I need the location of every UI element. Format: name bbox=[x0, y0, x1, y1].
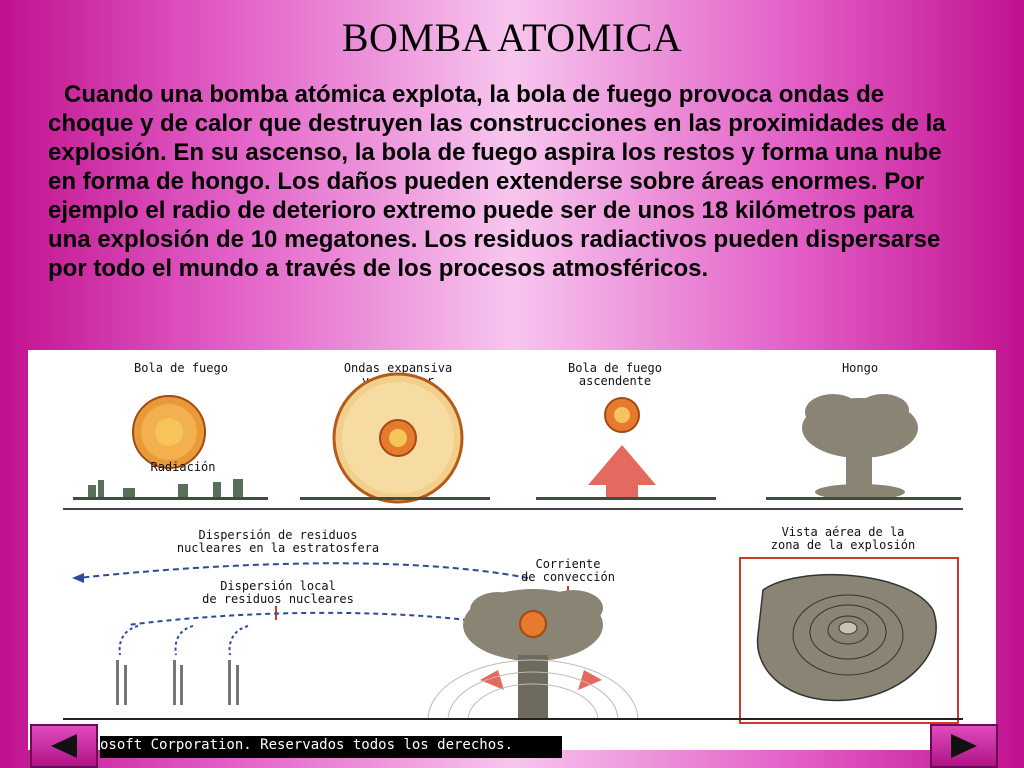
local-dispersion-arrow bbox=[127, 611, 469, 626]
panel3-title-line1: Bola de fuego bbox=[568, 361, 662, 375]
ground-line-2 bbox=[300, 497, 490, 500]
copyright-text: osoft Corporation. Reservados todos los … bbox=[100, 737, 514, 753]
panel2-title-line1: Ondas expansiva bbox=[344, 361, 452, 375]
bottom-baseline bbox=[63, 718, 963, 720]
aerial-view-label-line2: zona de la explosión bbox=[771, 538, 916, 552]
fireball-drawing bbox=[132, 395, 206, 469]
triangle-left-icon bbox=[51, 734, 77, 758]
ground-line-4 bbox=[766, 497, 961, 500]
panel3-title-line2: ascendente bbox=[579, 374, 651, 388]
dispersion-label-line2: nucleares en la estratosfera bbox=[177, 541, 379, 555]
convection-label-line1: Corriente bbox=[535, 557, 600, 571]
panel4-title: Hongo bbox=[842, 361, 878, 375]
ground-line-3 bbox=[536, 497, 716, 500]
triangle-right-icon bbox=[951, 734, 977, 758]
mushroom-cloud-drawing bbox=[802, 394, 918, 500]
next-slide-button[interactable] bbox=[930, 724, 998, 768]
fallout-particles bbox=[116, 660, 239, 705]
ground-line-1 bbox=[73, 497, 268, 500]
convection-mushroom-drawing bbox=[463, 589, 603, 720]
slide-title: BOMBA ATOMICA bbox=[341, 15, 683, 60]
atomic-bomb-illustration: Bola de fuego Ondas expansiva y de calor… bbox=[28, 350, 996, 750]
panel1-title: Bola de fuego bbox=[134, 361, 228, 375]
shockwave-rings bbox=[427, 659, 639, 721]
local-dispersion-label-line2: de residuos nucleares bbox=[202, 592, 354, 606]
blast-wave-drawing bbox=[332, 372, 464, 504]
arrowhead-left bbox=[72, 573, 84, 583]
aerial-view-label-line1: Vista aérea de la bbox=[782, 525, 905, 539]
stratosphere-dispersion-arrow bbox=[77, 562, 529, 579]
copyright-strip bbox=[100, 736, 562, 758]
slide-body-text: Cuando una bomba atómica explota, la bol… bbox=[48, 81, 946, 282]
convection-label-line2: de convección bbox=[521, 570, 615, 584]
city-skyline-1 bbox=[88, 479, 243, 497]
separator-line bbox=[63, 508, 963, 510]
previous-slide-button[interactable] bbox=[30, 724, 98, 768]
rising-fireball-drawing bbox=[588, 397, 656, 497]
local-dispersion-label-line1: Dispersión local bbox=[220, 579, 336, 593]
fallout-curves bbox=[118, 625, 249, 656]
dispersion-label-line1: Dispersión de residuos bbox=[199, 528, 358, 542]
panel1-subtitle: Radiación bbox=[150, 460, 215, 474]
aerial-view-drawing bbox=[756, 573, 937, 702]
